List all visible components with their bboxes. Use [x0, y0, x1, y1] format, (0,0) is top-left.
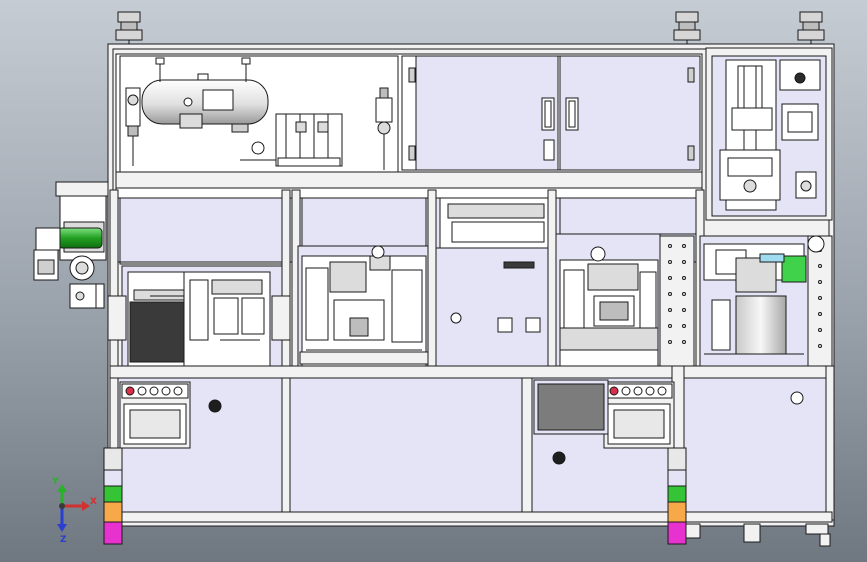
- tower-green-left: [103, 485, 123, 503]
- bottom-foot-1: [743, 523, 761, 543]
- tower-magenta-right: [667, 521, 687, 545]
- lower-door-2: [289, 377, 523, 513]
- perforated-plate-right: [807, 235, 833, 367]
- air-tank: [141, 57, 269, 133]
- triad-z-label: Z: [60, 535, 67, 545]
- triad-y-label: Y: [51, 477, 59, 487]
- sensor-green: [781, 255, 807, 283]
- regulator-left: [125, 87, 141, 166]
- top-foot-middle: [673, 11, 701, 46]
- perforated-plate-left: [659, 235, 695, 367]
- rotary-cylinder: [735, 295, 787, 355]
- control-panel-right: [603, 381, 675, 449]
- cabinet-door-right: [559, 55, 701, 171]
- door-knob-2: [552, 451, 566, 465]
- tower-magenta-left: [103, 521, 123, 545]
- regulator-right: [375, 87, 393, 170]
- top-foot-right: [797, 11, 825, 46]
- door-handle-left: [541, 97, 555, 131]
- side-feeder: [33, 181, 109, 309]
- triad-x-label: X: [90, 497, 97, 507]
- piping-manifold: [240, 113, 343, 167]
- axis-triad: X Y Z: [51, 477, 97, 545]
- cabinet-door-left: [415, 55, 559, 171]
- tower-orange-right: [667, 501, 687, 523]
- top-foot-left: [115, 11, 143, 46]
- tower-orange-left: [103, 501, 123, 523]
- hmi-screen-left: [129, 409, 181, 439]
- signal-tower-right: [667, 447, 687, 545]
- motor-green: [57, 227, 103, 249]
- signal-tower-left: [103, 447, 123, 545]
- bottom-foot-2: [805, 523, 829, 535]
- door-handle-right: [565, 97, 579, 131]
- door-knob-1: [208, 399, 222, 413]
- door-knob-3: [790, 391, 804, 405]
- hmi-screen-right: [613, 409, 665, 439]
- tower-green-right: [667, 485, 687, 503]
- control-panel-left: [119, 381, 191, 449]
- lower-door-4: [683, 377, 827, 513]
